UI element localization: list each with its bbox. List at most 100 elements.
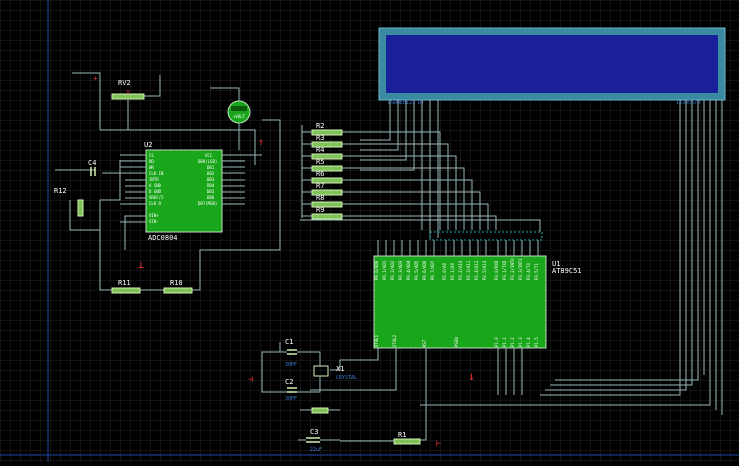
svg-text:DB1: DB1 xyxy=(207,165,215,170)
svg-text:DB0(LSB): DB0(LSB) xyxy=(198,159,217,164)
svg-text:CLK R: CLK R xyxy=(149,201,162,206)
svg-text:P2.4/A12: P2.4/A12 xyxy=(474,260,479,280)
r11-resistor[interactable]: R11 xyxy=(111,279,141,294)
lcd-display[interactable]: RSRWE0123 D7 12345678 xyxy=(378,27,726,106)
svg-text:CLK IN: CLK IN xyxy=(149,171,164,176)
r1-resistor[interactable]: R1 xyxy=(340,431,421,445)
u2-label: U2 xyxy=(144,141,152,149)
svg-text:P0.1/AD1: P0.1/AD1 xyxy=(382,260,387,280)
u1-part: AT89C51 xyxy=(552,267,582,275)
u1-net-labels xyxy=(429,231,543,241)
svg-text:P2.5/A13: P2.5/A13 xyxy=(482,260,487,280)
svg-text:P2.1/A9: P2.1/A9 xyxy=(450,263,455,280)
svg-text:+VOLT: +VOLT xyxy=(233,114,246,119)
svg-text:P0.0/AD0: P0.0/AD0 xyxy=(374,260,379,280)
r1-label: R1 xyxy=(398,431,406,439)
svg-text:DB3: DB3 xyxy=(207,177,215,182)
r10-label: R10 xyxy=(170,279,183,287)
c2-capacitor[interactable]: C2 30PF xyxy=(285,378,297,402)
svg-text:VREF/2: VREF/2 xyxy=(149,195,164,200)
c4-capacitor[interactable]: C4 xyxy=(88,159,96,176)
svg-text:P1.5: P1.5 xyxy=(534,337,539,347)
svg-text:DB7(MSB): DB7(MSB) xyxy=(198,201,217,206)
u2-part: ADC0804 xyxy=(148,234,178,242)
svg-text:VCC: VCC xyxy=(205,153,213,158)
lcd-pins-right: 12345678 xyxy=(676,100,700,106)
svg-text:DB5: DB5 xyxy=(207,189,215,194)
u1-pin-labels: P0.0/AD0 P0.1/AD1 P0.2/AD2 P0.3/AD3 P0.4… xyxy=(374,258,539,347)
svg-text:CS: CS xyxy=(149,153,154,158)
svg-text:DB6: DB6 xyxy=(207,195,215,200)
svg-text:A GND: A GND xyxy=(149,183,162,188)
resistor-r8-label: R8 xyxy=(316,194,324,202)
c3-value: 22uF xyxy=(310,447,322,453)
reset-switch[interactable] xyxy=(300,407,340,414)
c1-value: 30PF xyxy=(285,362,297,368)
r11-label: R11 xyxy=(118,279,131,287)
r12-resistor[interactable]: R12 xyxy=(54,187,84,217)
c1-capacitor[interactable]: C1 30PF xyxy=(285,338,297,368)
svg-text:P3.5/T1: P3.5/T1 xyxy=(534,263,539,280)
u1-microcontroller[interactable]: U1 AT89C51 P0.0/AD0 P0.1/AD1 P0.2/AD2 P0… xyxy=(373,255,582,349)
ground-symbol-u2: ⊥ xyxy=(138,260,144,271)
c2-label: C2 xyxy=(285,378,293,386)
svg-text:P0.6/AD6: P0.6/AD6 xyxy=(422,260,427,280)
svg-text:DB4: DB4 xyxy=(207,183,215,188)
svg-text:P1.1: P1.1 xyxy=(502,337,507,347)
svg-text:P0.5/AD5: P0.5/AD5 xyxy=(414,260,419,280)
svg-text:INTR: INTR xyxy=(149,177,159,182)
power-symbol-rv2: + xyxy=(93,74,98,83)
resistor-r7-label: R7 xyxy=(316,182,324,190)
c4-label: C4 xyxy=(88,159,96,167)
svg-text:VIN+: VIN+ xyxy=(149,213,159,218)
resistor-r9[interactable] xyxy=(311,213,343,220)
svg-text:WR: WR xyxy=(149,165,154,170)
ground-symbol-u1: ↓ xyxy=(468,369,475,383)
svg-text:P3.3/INT1: P3.3/INT1 xyxy=(518,258,523,280)
r10-resistor[interactable]: R10 xyxy=(163,279,193,294)
resistor-r2-label: R2 xyxy=(316,122,324,130)
u1-wires xyxy=(300,219,541,441)
u2-wires xyxy=(55,119,281,291)
svg-text:RD: RD xyxy=(149,159,154,164)
svg-text:P2.0/A8: P2.0/A8 xyxy=(442,263,447,280)
c1-label: C1 xyxy=(285,338,293,346)
rv2-wires xyxy=(72,72,161,130)
svg-text:P3.1/TXD: P3.1/TXD xyxy=(502,260,507,280)
svg-text:RST: RST xyxy=(422,339,427,347)
resistor-r6-label: R6 xyxy=(316,170,324,178)
x1-crystal[interactable]: X1 CRYSTAL xyxy=(313,365,357,381)
u1-label: U1 xyxy=(552,260,560,268)
svg-text:P1.4: P1.4 xyxy=(526,337,531,347)
svg-text:XTAL2: XTAL2 xyxy=(392,334,397,347)
power-symbol-u2: ↑ xyxy=(258,137,264,148)
svg-text:P2.3/A11: P2.3/A11 xyxy=(466,260,471,280)
svg-text:P2.2/A10: P2.2/A10 xyxy=(458,260,463,280)
svg-text:P3.2/INT0: P3.2/INT0 xyxy=(510,258,515,280)
svg-text:P0.7/AD7: P0.7/AD7 xyxy=(430,260,435,280)
resistor-bank-wires xyxy=(301,125,497,230)
svg-text:P3.0/RXD: P3.0/RXD xyxy=(494,260,499,280)
r12-label: R12 xyxy=(54,187,67,195)
svg-text:P1.3: P1.3 xyxy=(518,337,523,347)
resistor-r4-label: R4 xyxy=(316,146,324,154)
lcd-wires xyxy=(360,100,723,415)
x1-label: X1 xyxy=(336,365,344,373)
resistor-r3-label: R3 xyxy=(316,134,324,142)
resistor-r9-label: R9 xyxy=(316,206,324,214)
rv2-label: RV2 xyxy=(118,79,131,87)
svg-text:PSEN: PSEN xyxy=(454,337,459,347)
resistor-r5-label: R5 xyxy=(316,158,324,166)
svg-text:P1.0: P1.0 xyxy=(494,337,499,347)
svg-text:D GND: D GND xyxy=(149,189,162,194)
c3-capacitor[interactable]: C3 22uF xyxy=(298,428,340,453)
ground-symbol-crystal: ⊣ xyxy=(248,375,253,385)
svg-text:P3.4/T0: P3.4/T0 xyxy=(526,263,531,280)
voltmeter[interactable]: +VOLT xyxy=(210,87,251,150)
svg-text:DB2: DB2 xyxy=(207,171,215,176)
ground-symbol-r1: ⊢ xyxy=(436,439,441,449)
svg-text:P0.2/AD2: P0.2/AD2 xyxy=(390,260,395,280)
